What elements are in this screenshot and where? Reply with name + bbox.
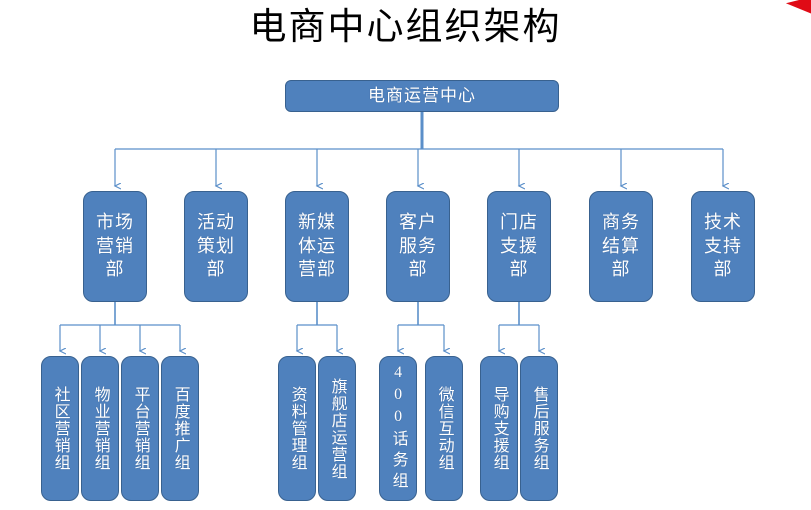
node-team4-label: 百度推广组 (171, 386, 189, 471)
node-dep4[interactable]: 客户服务部 (386, 191, 450, 302)
node-dep2[interactable]: 活动策划部 (184, 191, 248, 302)
node-team6-label: 旗舰店运营组 (328, 377, 346, 480)
node-dep1[interactable]: 市场营销部 (83, 191, 147, 302)
node-team3[interactable]: 平台营销组 (121, 356, 159, 501)
node-dep6-label: 商务结算部 (602, 212, 640, 280)
node-team2[interactable]: 物业营销组 (81, 356, 119, 501)
node-team8-label: 微信互动组 (435, 386, 453, 471)
node-dep5[interactable]: 门店支援部 (487, 191, 551, 302)
node-team4[interactable]: 百度推广组 (161, 356, 199, 501)
node-team5-label: 资料管理组 (288, 386, 306, 471)
node-team6[interactable]: 旗舰店运营组 (318, 356, 356, 501)
node-root[interactable]: 电商运营中心 (285, 80, 559, 112)
node-team3-label: 平台营销组 (131, 386, 149, 471)
node-dep3-label: 新媒体运营部 (298, 212, 336, 280)
node-dep7-label: 技术支持部 (704, 212, 742, 280)
node-team5[interactable]: 资料管理组 (278, 356, 316, 501)
node-dep3[interactable]: 新媒体运营部 (285, 191, 349, 302)
page-title: 电商中心组织架构 (249, 7, 562, 48)
node-team8[interactable]: 微信互动组 (425, 356, 463, 501)
node-team2-label: 物业营销组 (91, 386, 109, 471)
node-dep2-label: 活动策划部 (197, 212, 235, 280)
node-dep1-label: 市场营销部 (96, 212, 134, 280)
node-dep6[interactable]: 商务结算部 (589, 191, 653, 302)
node-team7-label: 400话务组 (389, 364, 407, 493)
node-team10[interactable]: 售后服务组 (520, 356, 558, 501)
node-dep5-label: 门店支援部 (500, 212, 538, 280)
node-team7[interactable]: 400话务组 (379, 356, 417, 501)
node-root-label: 电商运营中心 (368, 85, 476, 105)
node-team9[interactable]: 导购支援组 (480, 356, 518, 501)
node-dep7[interactable]: 技术支持部 (691, 191, 755, 302)
node-team1-label: 社区营销组 (51, 386, 69, 471)
node-dep4-label: 客户服务部 (399, 212, 437, 280)
node-team10-label: 售后服务组 (530, 386, 548, 471)
node-team9-label: 导购支援组 (490, 386, 508, 471)
node-team1[interactable]: 社区营销组 (41, 356, 79, 501)
